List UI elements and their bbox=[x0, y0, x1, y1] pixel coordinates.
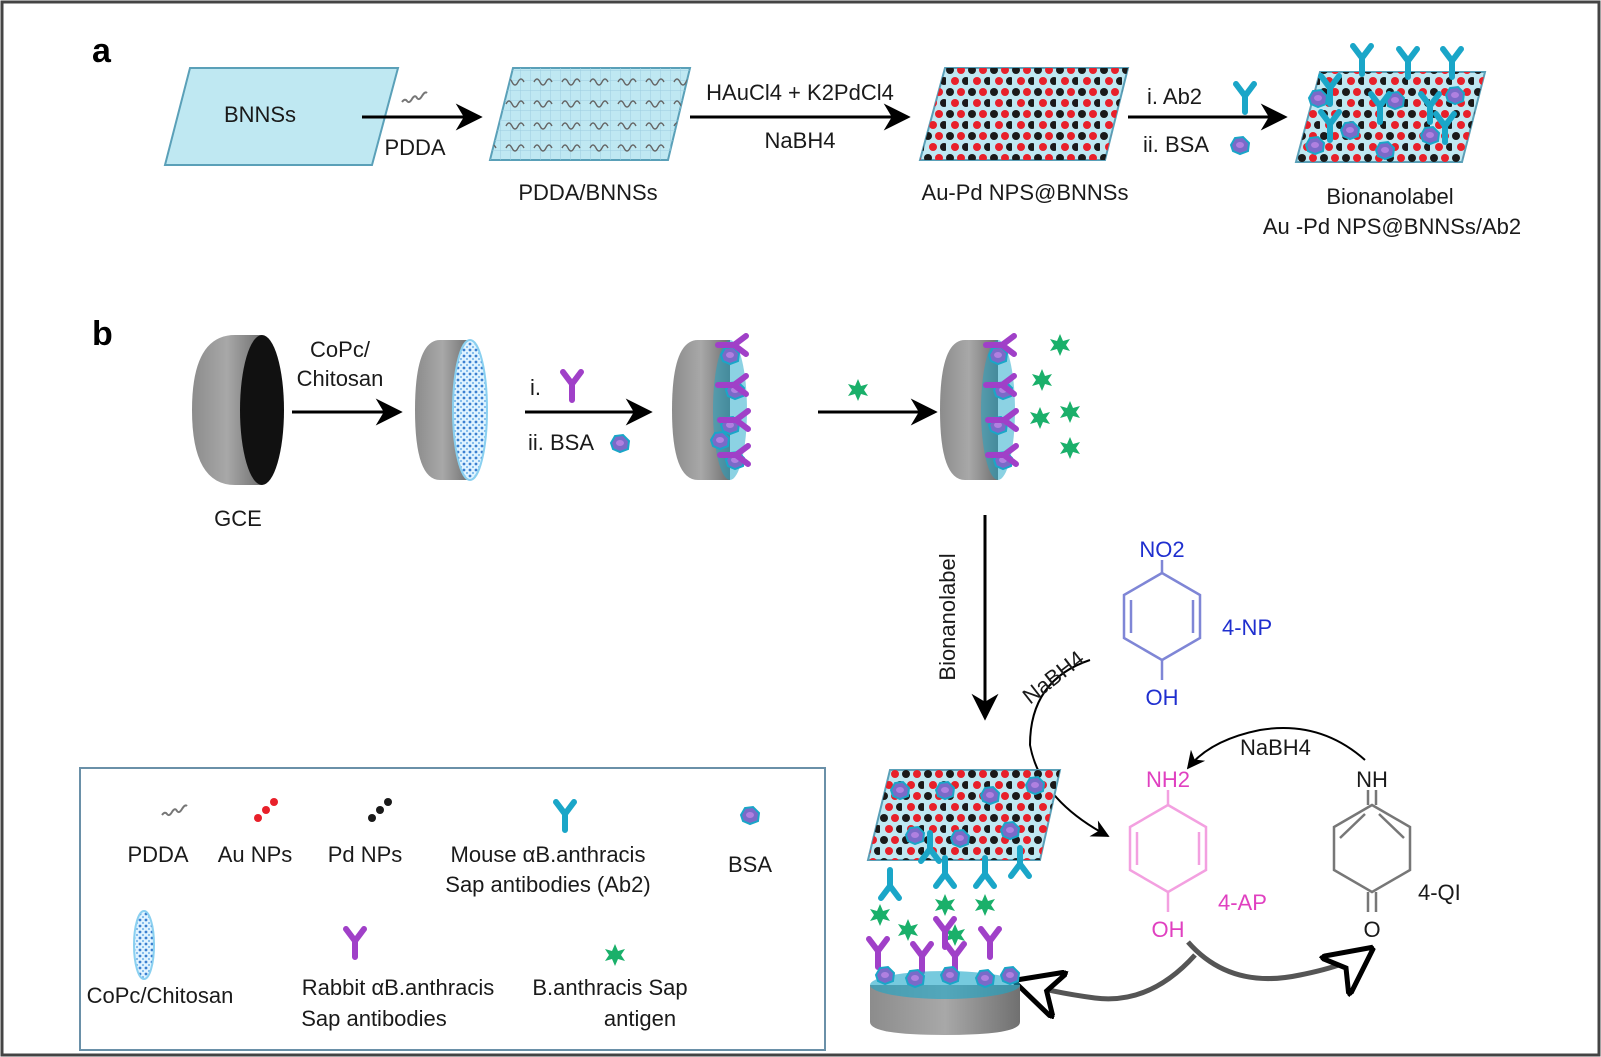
oh-top-label: OH bbox=[1146, 685, 1179, 710]
legend-pd-label: Pd NPs bbox=[328, 842, 403, 867]
oxidation-arrow bbox=[1186, 940, 1370, 979]
regeneration-arrow bbox=[1186, 727, 1366, 770]
vertical-bionanolabel-label: Bionanolabel bbox=[935, 553, 960, 680]
legend-rabbit-label-1: Rabbit αB.anthracis bbox=[302, 975, 494, 1000]
reduction-arrow bbox=[1028, 659, 1110, 837]
legend-ab2-icon bbox=[556, 802, 574, 830]
antibody-electrode bbox=[672, 336, 748, 480]
antigen-electrode bbox=[940, 334, 1080, 480]
bionanolabel-sheet bbox=[1294, 46, 1487, 163]
legend-box bbox=[79, 767, 826, 1051]
legend-antigen-label-2: antigen bbox=[604, 1006, 676, 1031]
panel-a-label: a bbox=[92, 32, 112, 70]
step-bsa-label: ii. BSA bbox=[1143, 132, 1209, 157]
step-ii-label: ii. BSA bbox=[528, 430, 594, 455]
legend-copc-label: CoPc/Chitosan bbox=[87, 983, 234, 1008]
o-label: O bbox=[1363, 917, 1380, 942]
legend-rabbit-icon bbox=[346, 929, 364, 957]
legend-bsa-icon bbox=[740, 806, 760, 825]
panel-b-label: b bbox=[92, 315, 113, 353]
nabh4-left-label: NaBH4 bbox=[1018, 646, 1089, 709]
aminophenol-ring bbox=[1128, 790, 1208, 912]
legend-mouse-label-1: Mouse αB.anthracis bbox=[451, 842, 646, 867]
bsa-icon-a bbox=[1230, 136, 1250, 155]
legend-pdda-label: PDDA bbox=[127, 842, 188, 867]
pdda-bnnss-sheet bbox=[488, 67, 692, 161]
label-4ap: 4-AP bbox=[1218, 890, 1267, 915]
pdda-step-label: PDDA bbox=[384, 135, 445, 160]
bnnss-sheet: BNNSs bbox=[163, 67, 400, 166]
ab2-icon bbox=[1236, 84, 1254, 112]
reagent-bottom-label: NaBH4 bbox=[765, 128, 836, 153]
step-ab2-label: i. Ab2 bbox=[1147, 84, 1202, 109]
legend-copc-icon bbox=[133, 910, 155, 980]
rabbit-antibody-icon bbox=[563, 372, 581, 400]
nabh4-right-label: NaBH4 bbox=[1240, 735, 1311, 760]
nh2-label: NH2 bbox=[1146, 767, 1190, 792]
reagent-top-label: HAuCl4 + K2PdCl4 bbox=[706, 80, 894, 105]
aupd-sheet bbox=[918, 67, 1130, 161]
legend-au-icon bbox=[254, 798, 278, 822]
step-i-label: i. bbox=[530, 375, 541, 400]
copc-label-1: CoPc/ bbox=[310, 337, 371, 362]
copc-electrode bbox=[415, 339, 488, 481]
final-sandwich-assembly bbox=[868, 769, 1062, 1035]
gce-electrode bbox=[192, 335, 284, 485]
antigen-icon bbox=[848, 379, 868, 401]
legend-pdda-icon bbox=[161, 804, 188, 817]
legend-pd-icon bbox=[368, 798, 392, 822]
legend-antigen-icon bbox=[605, 944, 625, 966]
bsa-icon-b bbox=[610, 434, 630, 453]
legend-bsa-label: BSA bbox=[728, 852, 772, 877]
bnnss-label: BNNSs bbox=[224, 102, 296, 127]
pdda-wave-icon bbox=[401, 91, 428, 104]
gce-label: GCE bbox=[214, 506, 262, 531]
oh-bottom-label: OH bbox=[1152, 917, 1185, 942]
legend-rabbit-label-2: Sap antibodies bbox=[301, 1006, 447, 1031]
label-4qi: 4-QI bbox=[1418, 880, 1461, 905]
no2-label: NO2 bbox=[1139, 537, 1184, 562]
nh-label: NH bbox=[1356, 767, 1388, 792]
aupd-label: Au-Pd NPS@BNNSs bbox=[922, 180, 1129, 205]
pdda-bnnss-label: PDDA/BNNSs bbox=[518, 180, 657, 205]
legend-au-label: Au NPs bbox=[218, 842, 293, 867]
legend-antigen-label-1: B.anthracis Sap bbox=[532, 975, 687, 1000]
electron-arrow bbox=[1018, 953, 1197, 999]
quinone-imine-ring bbox=[1332, 790, 1412, 912]
bionanolabel-full-label: Au -Pd NPS@BNNSs/Ab2 bbox=[1263, 214, 1521, 239]
label-4np: 4-NP bbox=[1222, 615, 1272, 640]
copc-label-2: Chitosan bbox=[297, 366, 384, 391]
bionanolabel-label: Bionanolabel bbox=[1326, 184, 1453, 209]
legend-mouse-label-2: Sap antibodies (Ab2) bbox=[445, 872, 650, 897]
nitrophenol-ring bbox=[1122, 560, 1202, 680]
